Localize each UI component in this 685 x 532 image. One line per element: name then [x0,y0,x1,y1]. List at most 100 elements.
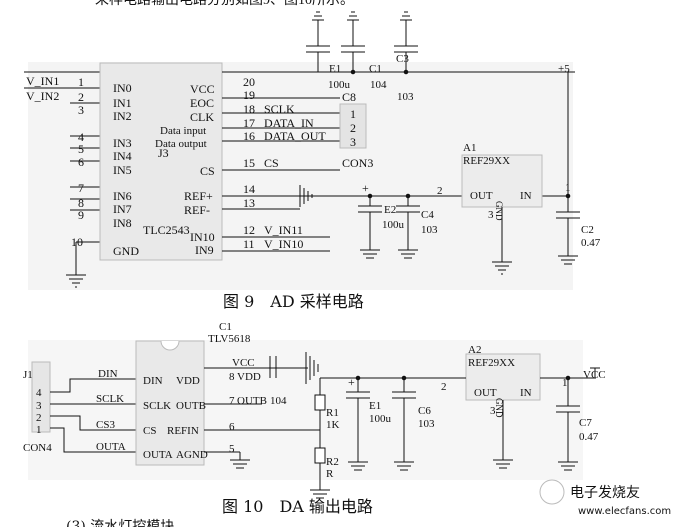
cap-value: 0.47 [581,237,601,249]
node-number: 1 [562,377,568,389]
chip-pin-label: IN8 [113,216,132,230]
dac-chip-body [135,340,205,466]
pin-number: 18 [243,102,255,116]
input-label-vin1: V_IN1 [26,74,59,88]
chip-pin-label: IN3 [113,136,132,150]
fig10-right-wires [204,367,308,469]
chip-pin-label: EOC [190,96,214,110]
figure-9-caption: 图 9 AD 采样电路 [223,292,364,311]
node-number: 2 [441,381,447,393]
regulator-pin: OUT [474,387,497,399]
watermark-url: www.elecfans.com [578,506,671,517]
chip-pin-label: Data input [160,125,206,137]
fig9-right-wires [222,71,575,252]
fig10-left-wires [50,378,136,453]
pin-number: 12 [243,223,255,237]
resistor-r2 [314,447,326,464]
cap-value: 100u [369,413,392,425]
net-label: VDD [237,371,261,383]
net-label: CS3 [96,419,115,431]
cap-value: 100u [328,79,351,91]
chip-pin-label: VDD [176,375,200,387]
dac-type: TLV5618 [208,333,251,345]
adc-chip-body [99,62,223,261]
connector-pin: 3 [36,400,42,412]
pin-number: 5 [78,142,84,156]
pin-number: 8 [78,196,84,210]
connector-pin: 3 [350,135,356,149]
chip-pin-label: REF+ [184,189,213,203]
chip-pin-label: SCLK [143,400,171,412]
cap-ref: C1 [369,63,382,75]
cap-value: 103 [421,224,438,236]
chip-pin-label: IN5 [113,163,132,177]
net-label: DIN [98,368,118,380]
node-number: 2 [437,185,443,197]
chip-pin-label: CS [143,425,156,437]
chip-pin-label: IN0 [113,81,132,95]
polarity-mark: + [348,375,355,389]
watermark-logo-icon [539,479,565,505]
chip-pin-label: IN9 [195,243,214,257]
pin-number: 6 [78,155,84,169]
ground-symbol [66,274,86,288]
chip-pin-label: OUTB [176,400,206,412]
cap-ref: C6 [418,405,431,417]
connector-pin: 1 [350,107,356,121]
regulator-type: REF29XX [468,357,515,369]
cap-ref: E1 [369,400,381,412]
cap-ref: C7 [579,417,592,429]
pin-number: 15 [243,156,255,170]
connector-c8 [339,103,367,149]
resistor-value: 1K [326,419,340,431]
cap-value: 103 [418,418,435,430]
regulator-gnd-pin: 3 [490,405,496,417]
regulator-a2 [465,353,541,401]
dac-ref: C1 [219,321,232,333]
chip-pin-label: CS [200,164,215,178]
chip-pin-label: IN4 [113,149,132,163]
regulator-pin: GND [494,398,504,418]
connector-ref: J1 [23,369,33,381]
net-label: DATA_OUT [264,129,326,143]
connector-pin: 2 [36,412,42,424]
fig10-capacitors [346,375,416,471]
chip-pin-label: AGND [176,449,208,461]
pin-number: 7 [229,395,235,407]
figure-10: J1 4 3 2 1 CON4 DIN SCLK CS3 OUTA C1 TLV… [23,321,606,516]
pin-number: 4 [78,130,84,144]
chip-pin-label: OUTA [143,449,173,461]
top-caption-fragment: 采样电路输出电路分别如图9、图10所示。 [95,0,354,8]
cap-ref: E2 [384,204,396,216]
chip-pin-label: IN1 [113,96,132,110]
pin-number: 19 [243,88,255,102]
node-number: 1 [565,182,571,194]
adc-chip-name: TLC2543 [143,223,190,237]
connector-ref: CON3 [342,156,373,170]
pin-number: 13 [243,196,255,210]
cap-value: 104 [370,79,387,91]
chip-pin-label: DIN [143,375,163,387]
regulator-a1 [461,154,543,208]
pin-number: 16 [243,129,255,143]
pin-number: 5 [229,443,235,455]
resistor-r1 [314,394,326,411]
net-label: SCLK [264,102,295,116]
net-label: V_IN10 [264,237,303,251]
net-label: OUTB [237,395,267,407]
pin-number: 6 [229,421,235,433]
pin-number: 2 [78,90,84,104]
connector-name: C8 [342,90,356,104]
pin-number: 14 [243,182,255,196]
watermark-text: 电子发烧友 [570,485,640,501]
connector-pin: 4 [36,387,42,399]
pin-number: 11 [243,237,255,251]
chip-pin-label: GND [113,244,139,258]
bottom-text-fragment: (3) 流水灯控模块 [66,519,174,527]
resistor-value: R [326,468,334,480]
pin-number: 9 [78,208,84,222]
cap-value: 103 [397,91,414,103]
net-label: SCLK [96,393,124,405]
dac-decoupling [269,352,319,384]
